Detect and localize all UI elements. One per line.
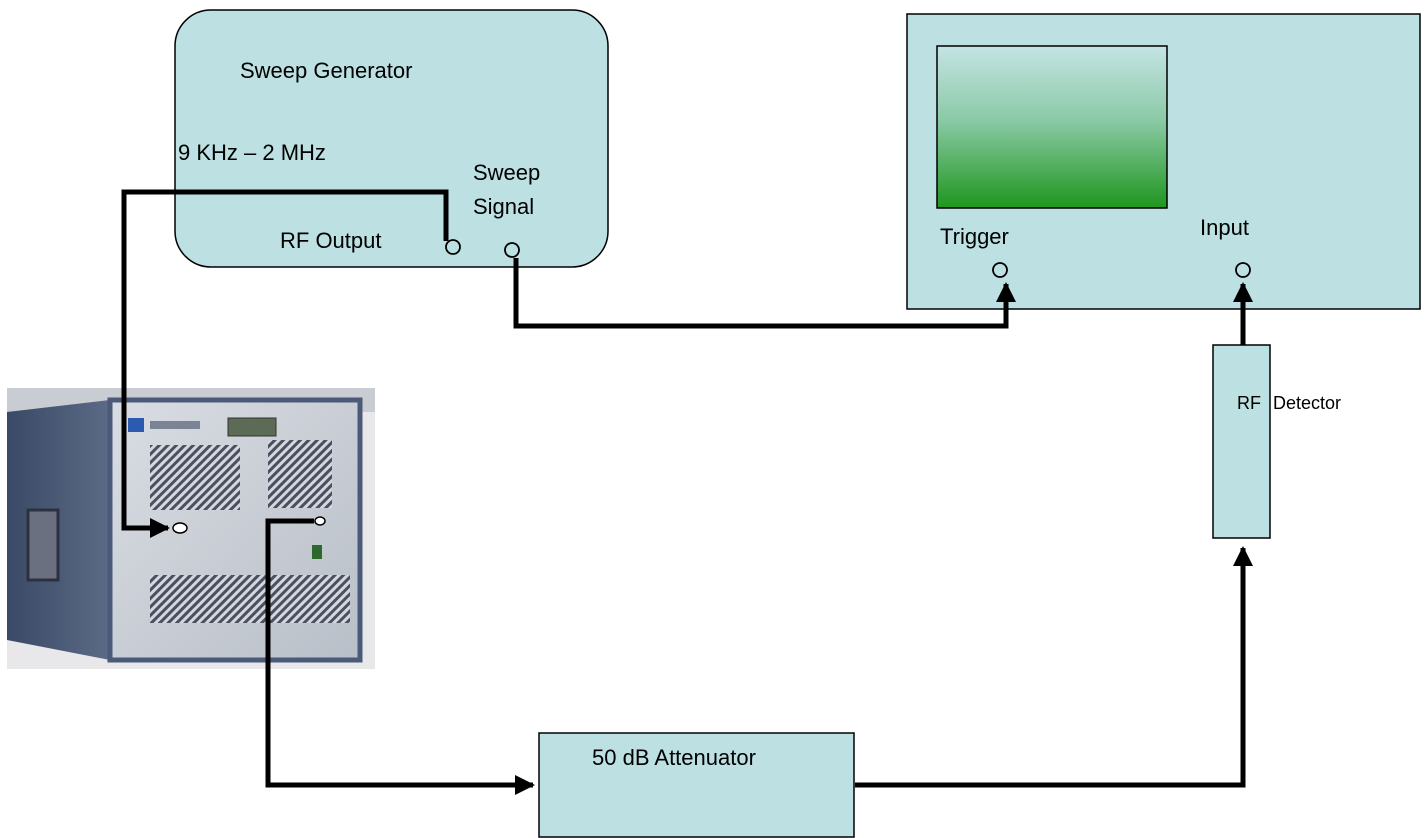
input-port (1235, 262, 1251, 278)
sweep-signal-label-line2: Signal (473, 194, 534, 219)
attenuator-label: 50 dB Attenuator (592, 745, 756, 770)
display-panel (227, 417, 277, 437)
device-input-port (172, 522, 188, 534)
wiring (121, 189, 1253, 795)
attenuator: 50 dB Attenuator (538, 732, 855, 838)
input-label: Input (1200, 215, 1249, 240)
trigger-port (992, 262, 1008, 278)
wire-sweep-to-trigger (513, 258, 1016, 329)
wire-attenuator-to-detector (855, 546, 1253, 788)
rf-output-port (445, 239, 461, 255)
sweep-signal-port (504, 242, 520, 258)
vent-grill-right (268, 440, 332, 508)
device-output-port (314, 516, 326, 526)
wire-rf-output-to-device (121, 189, 449, 538)
frequency-range-label: 9 KHz – 2 MHz (178, 140, 326, 165)
sweep-signal-label-line1: Sweep (473, 160, 540, 185)
vent-grill-bottom (150, 575, 350, 623)
rf-output-label: RF Output (280, 228, 381, 253)
oscilloscope: Trigger Input (906, 13, 1421, 310)
rf-detector-label-part2: Detector (1273, 393, 1341, 413)
carry-handle (26, 508, 60, 582)
sweep-generator: Sweep Generator 9 KHz – 2 MHz RF Output … (174, 9, 609, 268)
power-led-icon (312, 545, 322, 559)
brand-logo-icon (128, 418, 144, 432)
device-under-test-image (7, 388, 375, 669)
rf-detector-label-part1: RF (1237, 393, 1261, 413)
oscilloscope-screen (936, 45, 1168, 209)
wire-device-to-attenuator (265, 518, 535, 795)
vent-grill-left (150, 445, 240, 510)
sweep-generator-title: Sweep Generator (240, 58, 412, 83)
trigger-label: Trigger (940, 224, 1009, 249)
rf-detector: RF Detector (1212, 344, 1341, 539)
